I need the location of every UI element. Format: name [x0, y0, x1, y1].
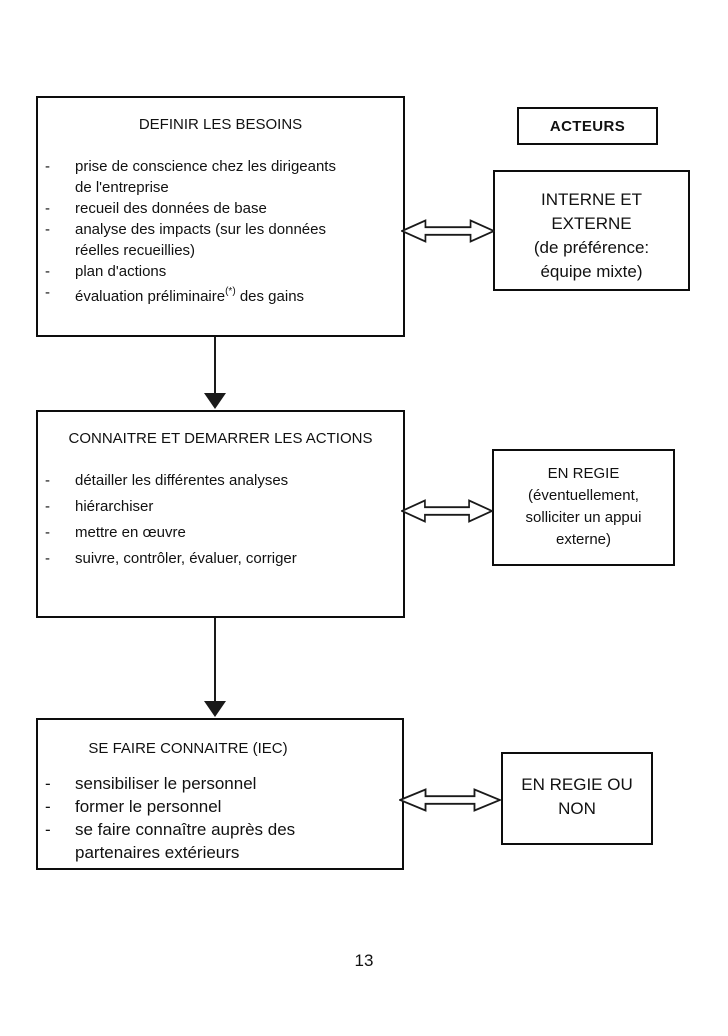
bullet-text: évaluation préliminaire(*) des gains — [75, 282, 399, 307]
bullet-text-pre: évaluation préliminaire — [75, 288, 226, 305]
bullet-text: analyse des impacts (sur les données — [75, 221, 326, 238]
actor-line: EXTERNE — [551, 214, 632, 233]
actor-line: (éventuellement, — [528, 487, 639, 504]
bullet-line: - évaluation préliminaire(*) des gains — [45, 282, 399, 307]
actor-line: solliciter un appui — [525, 509, 642, 526]
bullet-dash: - — [45, 550, 50, 567]
bullet-dash: - — [45, 158, 50, 175]
bullet-line: - recueil des données de base — [45, 198, 399, 219]
bullet-text: plan d'actions — [75, 263, 167, 280]
actor-line: EN REGIE OU — [521, 775, 633, 794]
bullet-text: suivre, contrôler, évaluer, corriger — [75, 550, 297, 567]
actor-line: externe) — [555, 531, 612, 548]
bullet-text: hiérarchiser — [75, 498, 154, 515]
actor-line: NON — [558, 799, 596, 818]
bullet-line: - mettre en œuvre — [45, 520, 399, 546]
bullet-list: - sensibiliser le personnel - former le pe… — [45, 772, 398, 864]
bullet-dash: - — [45, 774, 51, 793]
bullet-text: mettre en œuvre — [75, 524, 186, 541]
bullet-line: - sensibiliser le personnel — [45, 772, 398, 795]
bullet-text: former le personnel — [75, 797, 222, 816]
bullet-line: - plan d'actions — [45, 261, 399, 282]
bullet-line: - prise de conscience chez les dirigeants — [45, 156, 399, 177]
bullet-line: réelles recueillies) — [45, 240, 399, 261]
step-box-connaitre-et-demarrer: CONNAITRE ET DEMARRER LES ACTIONS - détai… — [36, 410, 405, 618]
footnote-marker: (*) — [225, 286, 236, 297]
page-number: 13 — [354, 951, 374, 970]
bullet-line: partenaires extérieurs — [45, 841, 398, 864]
bullet-dash: - — [45, 472, 50, 489]
actor-line: EN REGIE — [547, 465, 620, 482]
actor-box-interne-et-externe: INTERNE ET EXTERNE (de préférence: équip… — [493, 170, 690, 291]
step-title: SE FAIRE CONNAITRE (IEC) — [88, 740, 288, 757]
down-arrow-icon — [204, 337, 226, 409]
bullet-list: - détailler les différentes analyses - hié… — [45, 468, 399, 572]
bullet-text: détailler les différentes analyses — [75, 472, 289, 489]
bullet-text: se faire connaître auprès des — [75, 820, 296, 839]
bullet-line: - détailler les différentes analyses — [45, 468, 399, 494]
down-arrow-icon — [204, 618, 226, 717]
bullet-line: de l'entreprise — [45, 177, 399, 198]
bullet-dash: - — [45, 200, 50, 217]
bullet-line: - hiérarchiser — [45, 494, 399, 520]
actor-box-en-regie-ou-non: EN REGIE OU NON — [501, 752, 653, 845]
actor-line: INTERNE ET — [540, 190, 643, 209]
bullet-dash: - — [45, 498, 50, 515]
bullet-text: prise de conscience chez les dirigeants — [75, 158, 336, 175]
step-box-definir-les-besoins: DEFINIR LES BESOINS - prise de conscience… — [36, 96, 405, 337]
bullet-dash: - — [45, 797, 51, 816]
step-title: DEFINIR LES BESOINS — [138, 116, 303, 133]
acteurs-header-label: ACTEURS — [549, 117, 626, 135]
step-title: CONNAITRE ET DEMARRER LES ACTIONS — [68, 430, 373, 447]
actor-box-en-regie: EN REGIE (éventuellement, solliciter un … — [492, 449, 675, 566]
double-headed-arrow-icon — [399, 788, 501, 812]
bullet-text: sensibiliser le personnel — [75, 774, 257, 793]
bullet-dash: - — [45, 284, 50, 301]
bullet-text: réelles recueillies) — [75, 242, 196, 259]
bullet-line: - se faire connaître auprès des — [45, 818, 398, 841]
bullet-text: de l'entreprise — [75, 179, 169, 196]
acteurs-header-box: ACTEURS — [517, 107, 658, 145]
bullet-dash: - — [45, 221, 50, 238]
double-headed-arrow-icon — [401, 499, 493, 523]
bullet-line: - former le personnel — [45, 795, 398, 818]
double-headed-arrow-icon — [401, 219, 495, 243]
bullet-dash: - — [45, 524, 50, 541]
bullet-line: - analyse des impacts (sur les données — [45, 219, 399, 240]
bullet-text: partenaires extérieurs — [75, 843, 240, 862]
bullet-text: recueil des données de base — [75, 200, 267, 217]
bullet-line: - suivre, contrôler, évaluer, corriger — [45, 546, 399, 572]
bullet-dash: - — [45, 263, 50, 280]
bullet-dash: - — [45, 820, 51, 839]
bullet-text-post: des gains — [235, 288, 305, 305]
actor-line: équipe mixte) — [540, 262, 643, 281]
actor-line: (de préférence: — [533, 238, 650, 257]
bullet-list: - prise de conscience chez les dirigeants… — [45, 156, 399, 307]
step-box-se-faire-connaitre: SE FAIRE CONNAITRE (IEC) - sensibiliser l… — [36, 718, 404, 870]
